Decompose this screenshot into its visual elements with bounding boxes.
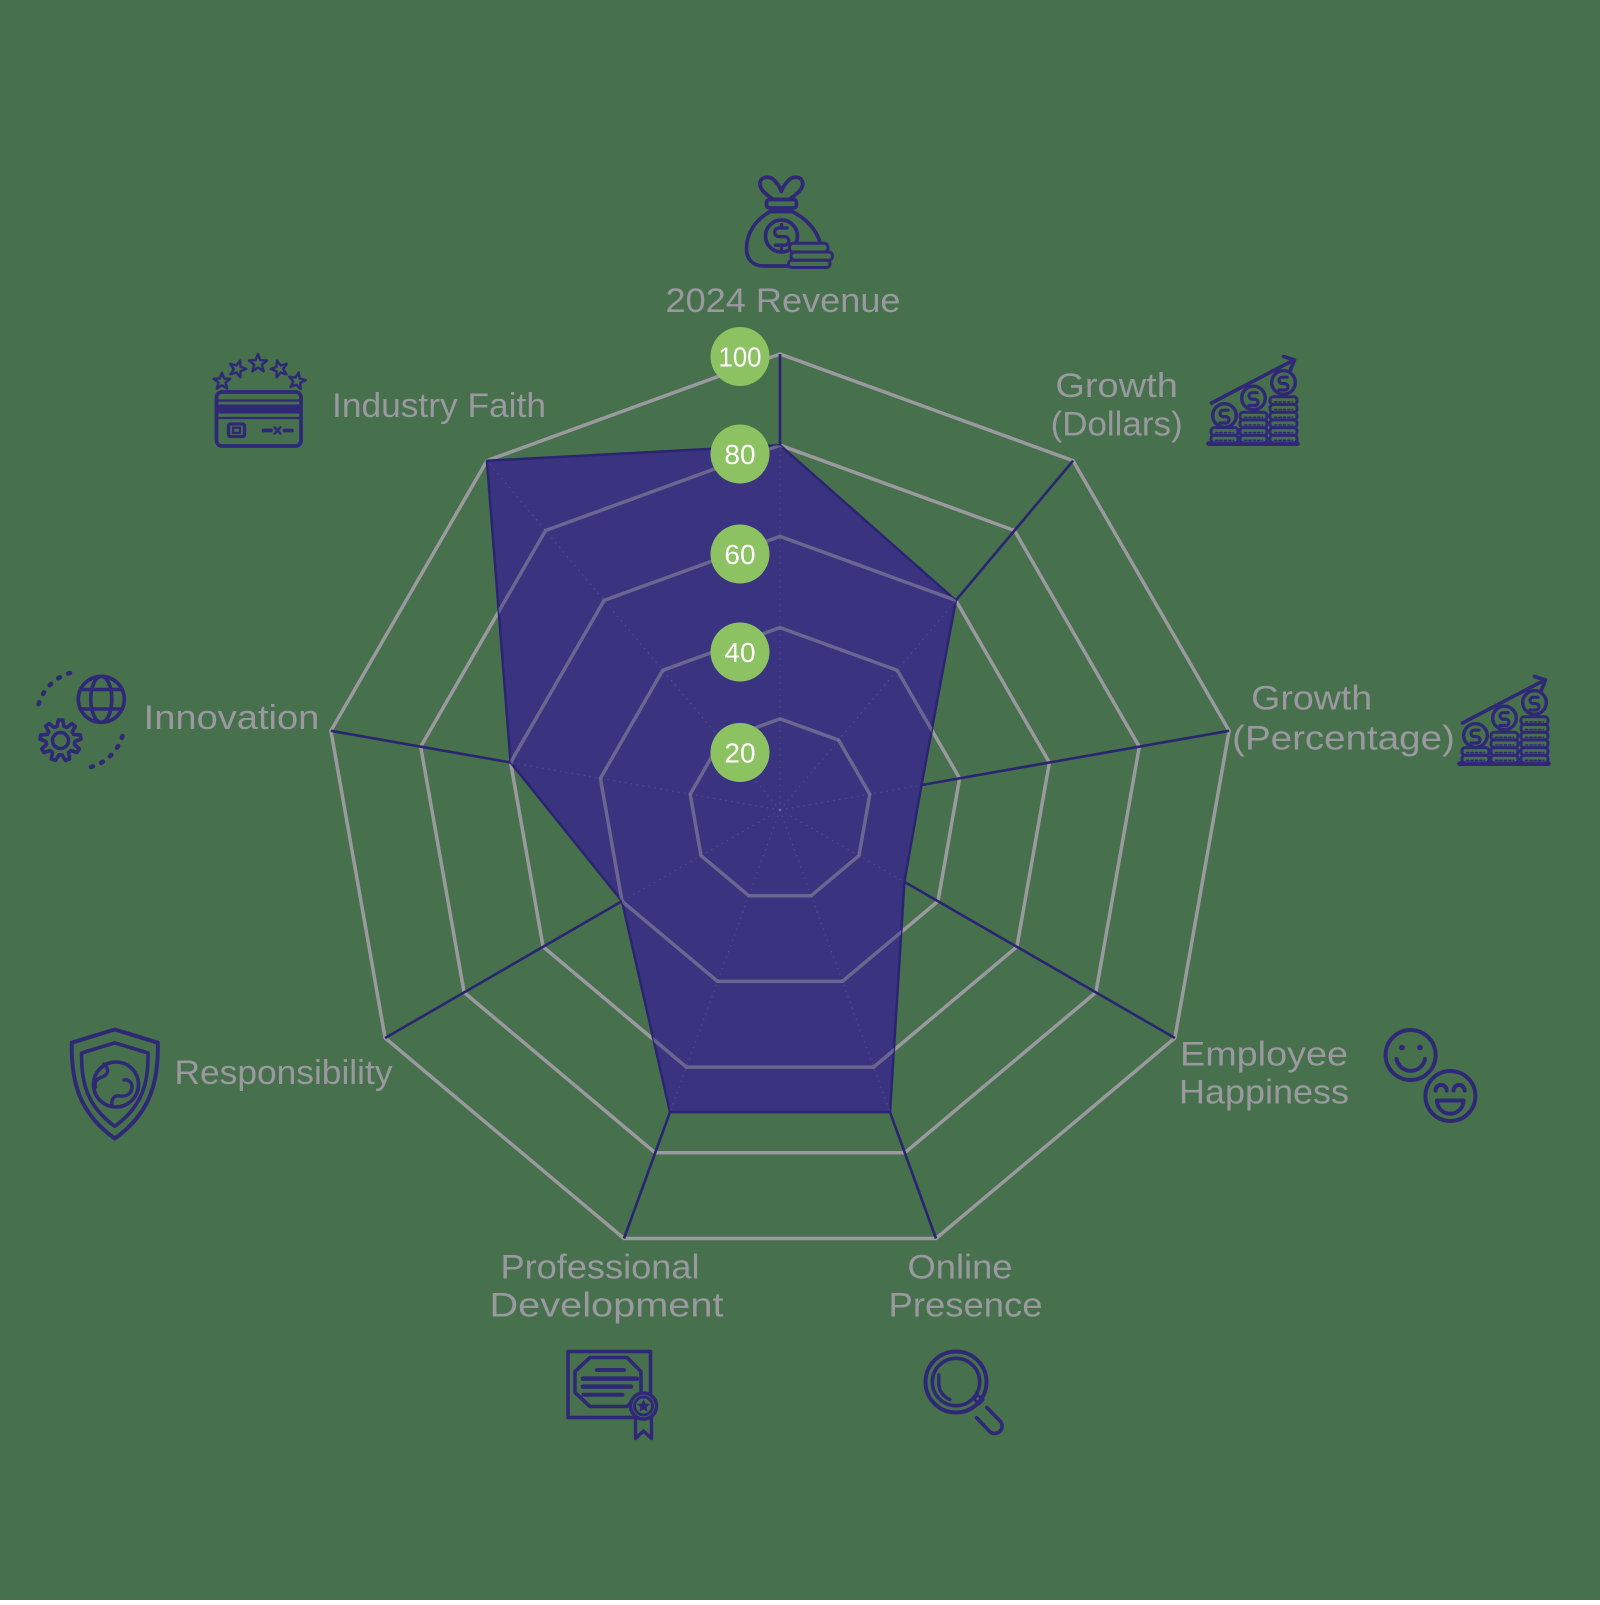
svg-text:60: 60	[724, 539, 755, 570]
svg-text:100: 100	[719, 342, 762, 373]
svg-text:Online: Online	[908, 1249, 1013, 1287]
svg-text:80: 80	[724, 439, 755, 470]
svg-text:Happiness: Happiness	[1179, 1074, 1349, 1112]
svg-text:(Dollars): (Dollars)	[1051, 406, 1183, 444]
svg-text:40: 40	[724, 637, 755, 668]
svg-text:Employee: Employee	[1180, 1036, 1348, 1074]
svg-text:Presence: Presence	[889, 1287, 1043, 1325]
svg-text:Innovation: Innovation	[144, 699, 320, 737]
svg-text:Growth: Growth	[1055, 367, 1178, 405]
svg-text:Industry Faith: Industry Faith	[332, 387, 546, 425]
svg-text:Professional: Professional	[501, 1249, 700, 1287]
svg-text:20: 20	[724, 738, 755, 769]
svg-text:(Percentage): (Percentage)	[1232, 720, 1455, 758]
svg-text:Development: Development	[490, 1287, 725, 1325]
svg-text:Growth: Growth	[1251, 680, 1372, 718]
svg-text:2024 Revenue: 2024 Revenue	[666, 282, 901, 320]
svg-text:Responsibility: Responsibility	[175, 1054, 393, 1092]
